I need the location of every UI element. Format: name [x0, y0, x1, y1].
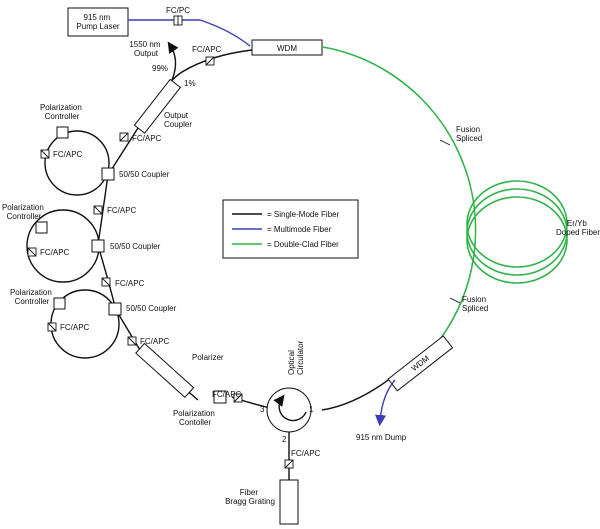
double-clad-ring	[322, 46, 477, 339]
pol-controller-1-label: Polarization Controller	[40, 103, 84, 121]
fcapc-pol-label: FC/APC	[140, 337, 170, 346]
fcpc-label: FC/PC	[166, 6, 190, 15]
polarizer-box	[135, 342, 195, 398]
fcapc-top-label: FC/APC	[192, 45, 222, 54]
pump-laser-label: 915 nm Pump Laser	[76, 13, 119, 31]
circulator-arrow	[273, 394, 307, 422]
gain-fiber-coil	[466, 180, 568, 284]
coupler-3-box	[108, 302, 122, 316]
output-99-fiber	[167, 41, 179, 81]
legend-multimode-label: = Multimode Fiber	[267, 225, 332, 234]
dump-multimode-fiber	[374, 379, 396, 427]
port-1-label: 1	[309, 405, 314, 414]
pct-1-label: 1%	[184, 79, 196, 88]
fcapc-circ-label: FC/APC	[212, 390, 242, 399]
fusion-top-label: Fusion Spliced	[456, 125, 482, 143]
pol-controller-3-box	[53, 297, 66, 310]
coupler-2-box	[91, 239, 105, 253]
polarization-loop-1	[44, 130, 110, 196]
polarizer-label: Polarizer	[192, 353, 224, 362]
fbg-box	[279, 479, 299, 525]
wdm-top-box	[251, 39, 323, 56]
pol-controller-2-box	[35, 221, 48, 234]
coupler-1-box	[101, 167, 115, 181]
fusion-splice-top-mark	[439, 139, 451, 146]
port-2-label: 2	[282, 435, 287, 444]
output-coupler-box	[133, 78, 182, 134]
pol-contoller-bottom-box	[213, 390, 227, 404]
wdm-top-label: WDM	[277, 44, 297, 53]
legend-single-mode-label: = Single-Mode Fiber	[267, 210, 340, 219]
pol-contoller-bottom-label: Polarization Contoller	[173, 409, 217, 427]
dump-label: 915 nm Dump	[356, 433, 407, 442]
fcapc-loop3-label: FC/APC	[60, 323, 90, 332]
fcapc-loop1-right-label: FC/APC	[132, 134, 162, 143]
fcapc-loop1-left-label: FC/APC	[53, 150, 83, 159]
port-3-label: 3	[260, 405, 265, 414]
legend: = Single-Mode Fiber = Multimode Fiber = …	[222, 199, 359, 259]
optical-circulator	[266, 387, 312, 433]
pol-controller-2-label: Polarization Controller	[2, 203, 46, 221]
wdm-bottom-box	[387, 335, 454, 392]
output-label: 1550 nm Output	[129, 40, 162, 58]
fbg-label: Fiber Bragg Grating	[225, 488, 275, 506]
coupler-3-label: 50/50 Coupler	[126, 304, 177, 313]
circulator-label: Optical Circulator	[287, 340, 305, 375]
legend-double-clad-label: = Double-Clad Fiber	[267, 240, 339, 249]
fcapc-mid2-label: FC/APC	[115, 279, 145, 288]
wdm-to-coupler-smf	[164, 49, 253, 91]
pump-laser-box	[67, 7, 129, 37]
gain-fiber-label: Er/Yb Doped Fiber	[556, 219, 600, 237]
pump-multimode-fiber	[128, 19, 251, 47]
fcapc-fbg-label: FC/APC	[291, 449, 321, 458]
pct-99-label: 99%	[152, 64, 168, 73]
pol-controller-3-label: Polarization Controller	[10, 288, 54, 306]
fcapc-mid1-label: FC/APC	[107, 206, 137, 215]
coupler-2-label: 50/50 Coupler	[110, 242, 161, 251]
fusion-splice-bottom-mark	[449, 297, 461, 304]
coupler-1-label: 50/50 Coupler	[119, 170, 170, 179]
pol-controller-1-box	[56, 126, 69, 139]
fcapc-loop2-label: FC/APC	[40, 248, 70, 257]
output-coupler-label: Output Coupler	[164, 111, 192, 129]
ring-bottom-smf	[321, 369, 402, 411]
fusion-bottom-label: Fusion Spliced	[462, 295, 488, 313]
